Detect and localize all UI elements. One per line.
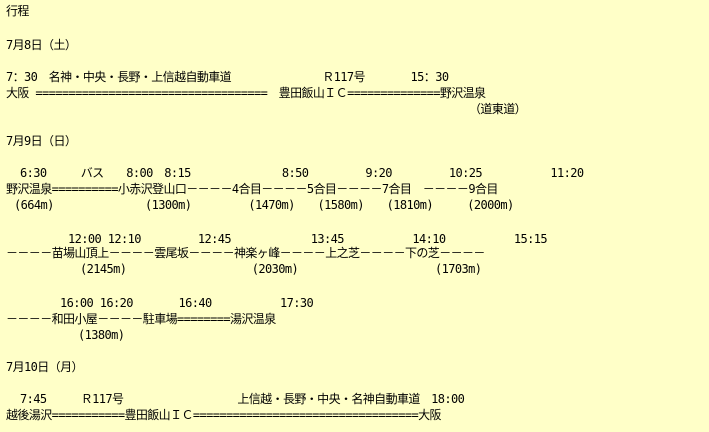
day2-row3-route: －－－－和田小屋－－－－駐車場========湯沢温泉 <box>6 312 276 326</box>
day2-row2-times: 12:00 12:10 12:45 13:45 14:10 15:15 <box>68 232 548 246</box>
day3-date: 7月10日（月） <box>6 360 83 374</box>
day2-row3-times: 16:00 16:20 16:40 17:30 <box>60 296 314 310</box>
day2-row1-elevations: (664m) (1300m) (1470m) (1580m) (1810m) (… <box>14 198 514 212</box>
day1-note: （道東道） <box>469 102 527 116</box>
day2-row1-route: 野沢温泉==========小赤沢登山口－－－－4合目－－－－5合目－－－－7合… <box>6 182 498 196</box>
day2-date: 7月9日（日） <box>6 134 77 148</box>
day2-row2-elevations: (2145m) (2030m) (1703m) <box>80 262 482 276</box>
day2-row3-elevations: (1380m) <box>78 328 125 342</box>
day3-times: 7:45 Ｒ117号 上信越・長野・中央・名神自動車道 18:00 <box>20 392 465 406</box>
day2-row1-times: 6:30 バス 8:00 8:15 8:50 9:20 10:25 11:20 <box>20 166 584 180</box>
day2-row2-route: －－－－苗場山頂上－－－－雲尾坂－－－－神楽ヶ峰－－－－上之芝－－－－下の芝－－… <box>6 246 485 260</box>
day1-route: 大阪 =================================== 豊… <box>6 86 486 100</box>
page-title: 行程 <box>6 4 29 18</box>
day3-route: 越後湯沢===========豊田飯山ＩＣ===================… <box>6 408 442 422</box>
day1-times: 7：30 名神・中央・長野・上信越自動車道 Ｒ117号 15：30 <box>6 70 449 84</box>
day1-date: 7月8日（土） <box>6 38 77 52</box>
